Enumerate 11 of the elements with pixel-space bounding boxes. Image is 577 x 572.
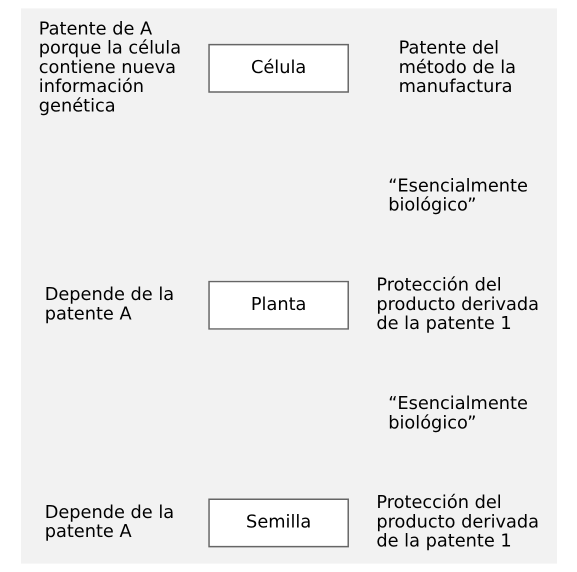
label: Protección del producto derivada de la patente 1 xyxy=(376,493,539,552)
node-label: Depende de la patente A xyxy=(44,502,174,542)
node-label: Depende de la patente A xyxy=(44,285,174,324)
label: Patente del método de la manufactura xyxy=(398,38,516,98)
node-box: Semilla xyxy=(208,498,348,548)
node-box: Célula xyxy=(208,44,348,93)
node-box: Planta xyxy=(208,280,348,330)
label: “Esencialmente biológico” xyxy=(388,394,528,434)
label: Protección del producto derivada de la patente 1 xyxy=(376,276,539,334)
label: “Esencialmente biológico” xyxy=(388,176,528,216)
node-label: Patente de A porque la célula contiene nueva información genética xyxy=(38,19,181,116)
